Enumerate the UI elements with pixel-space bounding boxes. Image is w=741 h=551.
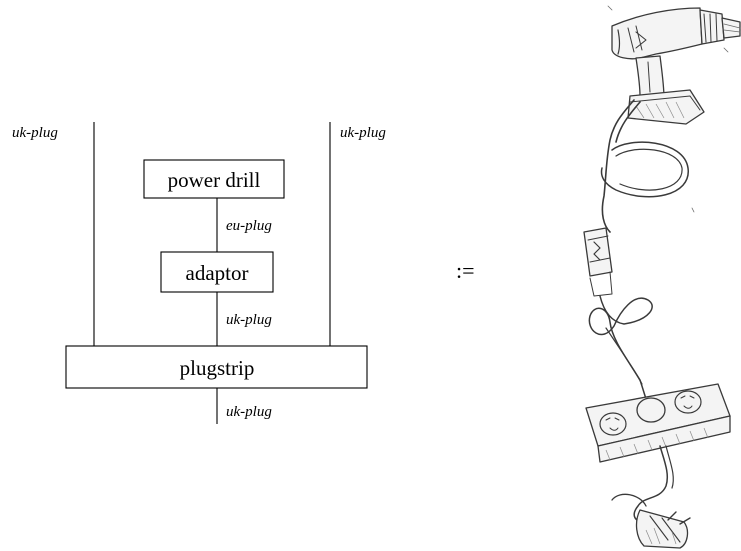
wire-label-uk-plug-output: uk-plug xyxy=(226,404,272,420)
wire-label-left-top: uk-plug xyxy=(12,125,58,141)
string-diagram: power drill adaptor plugstrip uk-plug uk… xyxy=(12,122,386,424)
wire-label-eu-plug: eu-plug xyxy=(226,218,272,234)
wire-label-right-top: uk-plug xyxy=(340,125,386,141)
adaptor-label: adaptor xyxy=(186,261,249,285)
definition-symbol: := xyxy=(456,258,475,283)
uk-plug-icon xyxy=(635,509,691,549)
power-drill-sketch xyxy=(583,5,741,549)
adaptor-icon xyxy=(583,227,613,297)
drill-icon xyxy=(611,7,741,125)
power-drill-box xyxy=(143,159,285,199)
power-drill-label: power drill xyxy=(168,168,261,192)
adaptor-box xyxy=(160,251,274,293)
plugstrip-box xyxy=(65,345,368,389)
plugstrip-icon xyxy=(585,383,731,463)
plugstrip-label: plugstrip xyxy=(180,356,255,380)
wire-label-uk-plug-middle: uk-plug xyxy=(226,312,272,328)
